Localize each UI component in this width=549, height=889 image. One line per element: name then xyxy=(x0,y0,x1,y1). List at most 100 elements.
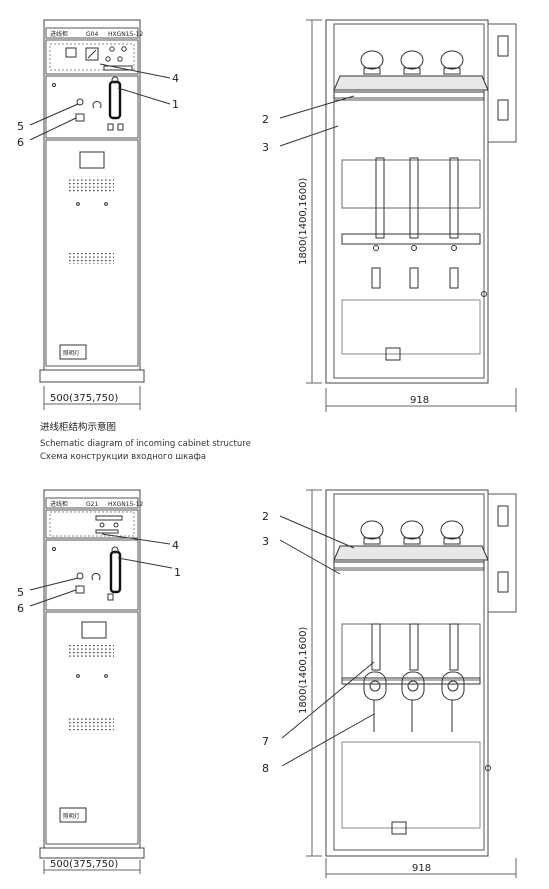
busbar-compartment-b xyxy=(333,493,485,569)
bus-bar-a3 xyxy=(449,157,459,239)
depth-dim-b: 918 xyxy=(412,863,431,874)
leader-1b xyxy=(117,557,173,569)
leader-6b xyxy=(29,589,77,607)
busbar-plate-a xyxy=(333,75,489,91)
busbar-compartment-a xyxy=(333,23,485,99)
lamp-a4 xyxy=(117,56,123,62)
leader-5b xyxy=(29,577,79,591)
lock-box-a xyxy=(75,113,85,122)
side-outline-b xyxy=(325,489,489,857)
insulator-a1 xyxy=(360,50,384,75)
panel-code-b: G21 xyxy=(86,501,98,508)
rear-slot-a2 xyxy=(497,99,509,121)
handle-pivot-a xyxy=(111,76,119,84)
lamp-box-a xyxy=(59,344,87,360)
switch-bar-b2 xyxy=(95,529,119,534)
lamp-a1 xyxy=(109,46,115,52)
side-view-a: 2 3 1800(1400,1600) 918 xyxy=(262,19,517,412)
callout-3a: 3 xyxy=(262,141,269,154)
door-bolt-a2 xyxy=(104,202,108,206)
lamp-box-b xyxy=(59,807,87,823)
callout-1a: 1 xyxy=(172,98,179,111)
lamp-a2 xyxy=(121,46,127,52)
interlock-hook-a xyxy=(92,100,102,109)
bus-bar-b3 xyxy=(449,623,459,671)
leader-5a xyxy=(29,103,79,126)
leader-4a xyxy=(99,63,171,79)
cabinet-outline-b xyxy=(43,489,141,849)
panel-title-b: 进线柜 xyxy=(50,500,68,508)
leader-3a xyxy=(279,125,339,147)
callout-5a: 5 xyxy=(17,120,24,133)
operating-compartment-b xyxy=(45,539,139,611)
operating-handle-a xyxy=(108,80,122,120)
panel-code-a: G04 xyxy=(86,31,98,38)
leader-6a xyxy=(29,117,77,141)
lower-door-a xyxy=(45,139,139,367)
rear-box-b xyxy=(487,493,517,613)
bus-bar-a1 xyxy=(375,157,385,239)
ct-b1 xyxy=(363,671,387,701)
busbar-plate-b xyxy=(333,545,489,561)
relay-window-a xyxy=(49,43,135,71)
panel-model-b: HXGN15-12 xyxy=(108,501,143,508)
operating-compartment-a xyxy=(45,75,139,139)
rear-box-a xyxy=(487,23,517,143)
height-dim-b: 1800(1400,1600) xyxy=(298,627,309,714)
switch-bar-b xyxy=(95,515,123,521)
door-bolt-b1 xyxy=(76,674,80,678)
aux-button-b xyxy=(107,593,114,601)
earth-bolt-a xyxy=(481,291,487,297)
relay-compartment-a xyxy=(45,39,139,75)
ct-b3 xyxy=(441,671,465,701)
nameplate-strip-b xyxy=(45,497,139,509)
insulator-b2 xyxy=(400,520,424,545)
insulator-a3 xyxy=(440,50,464,75)
partition-a xyxy=(333,91,485,101)
viewing-window-a xyxy=(79,151,105,169)
callout-3b: 3 xyxy=(262,535,269,548)
frame-a xyxy=(341,159,481,209)
partition-b xyxy=(333,561,485,571)
leader-2a xyxy=(279,95,355,119)
switch-bar-a xyxy=(103,65,133,71)
aux-button-a2 xyxy=(117,123,124,131)
door-bolt-b2 xyxy=(104,674,108,678)
lower-panel-b xyxy=(341,741,481,829)
support-rail-a xyxy=(341,233,481,245)
height-dim-a: 1800(1400,1600) xyxy=(298,178,309,265)
callout-6b: 6 xyxy=(17,602,24,615)
vent-top-a xyxy=(68,178,114,192)
lock-box-b xyxy=(75,585,85,594)
bus-bar-b2 xyxy=(409,623,419,671)
caption-en: Schematic diagram of incoming cabinet st… xyxy=(40,439,251,449)
lower-door-b xyxy=(45,611,139,845)
callout-4a: 4 xyxy=(172,72,179,85)
fastener-b1 xyxy=(52,547,56,551)
caption-ru: Схема конструкции входного шкафа xyxy=(40,452,206,462)
cable-compartment-a xyxy=(333,99,485,379)
vent-bottom-a xyxy=(68,252,114,264)
lamp-a3 xyxy=(105,56,111,62)
interlock-knob-a xyxy=(76,98,84,106)
width-dim-b: 500(375,750) xyxy=(50,859,118,870)
viewing-window-b xyxy=(81,621,107,639)
indicator-needle-a xyxy=(87,49,97,59)
meter-a xyxy=(65,47,77,58)
insulator-b1 xyxy=(360,520,384,545)
callout-2a: 2 xyxy=(262,113,269,126)
lower-panel-a xyxy=(341,299,481,355)
handle-pivot-b xyxy=(111,546,119,554)
side-outline-a xyxy=(325,19,489,384)
callout-2b: 2 xyxy=(262,510,269,523)
door-label-b: 照明灯 xyxy=(63,812,80,820)
terminal-a3 xyxy=(449,267,459,289)
depth-dim-a: 918 xyxy=(410,395,429,406)
bus-bar-a2 xyxy=(409,157,419,239)
callout-4b: 4 xyxy=(172,539,179,552)
door-bolt-a1 xyxy=(76,202,80,206)
caption-zh: 进线柜结构示意图 xyxy=(40,422,117,433)
interlock-hook-b xyxy=(91,572,101,581)
panel-model-a: HXGN15-12 xyxy=(108,31,143,38)
